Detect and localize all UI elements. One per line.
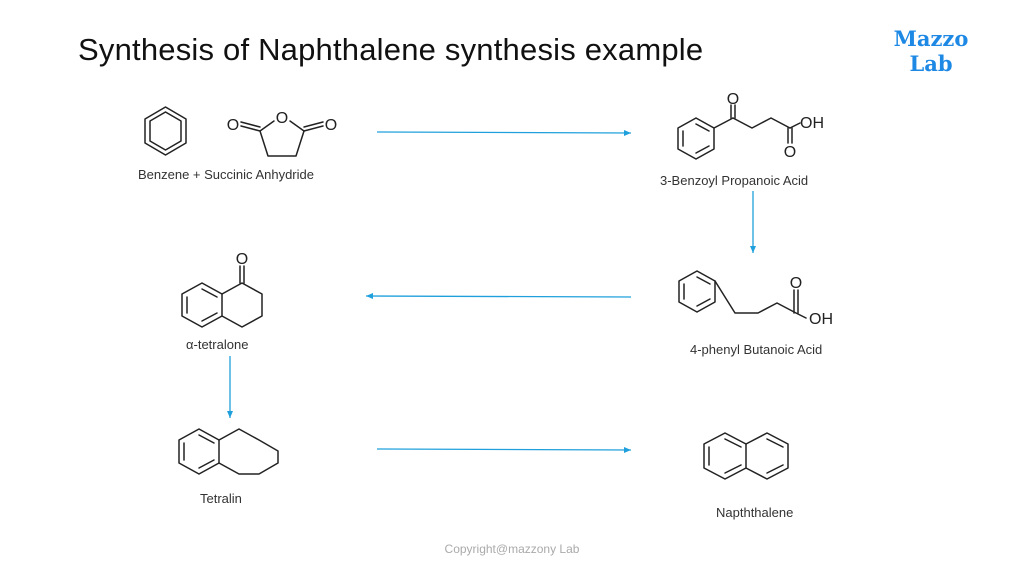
anhydride-right-oxygen: O [325, 117, 337, 134]
tetralone-label: α-tetralone [186, 337, 249, 352]
benzoyl-propanoic-label: 3-Benzoyl Propanoic Acid [660, 173, 809, 188]
benzoyl-propanoic-acid-structure [677, 104, 801, 160]
benzoyl-ketone-oxygen: O [727, 91, 739, 108]
tetralone-ketone-oxygen: O [236, 251, 248, 268]
phenyl-butanoic-acid-structure [678, 270, 807, 319]
benzoyl-acid-hydroxyl: OH [800, 115, 824, 132]
arrow-step-3 [365, 293, 632, 300]
tetralin-label: Tetralin [200, 491, 242, 506]
copyright-text: Copyright@mazzony Lab [444, 542, 580, 556]
butanoic-acid-oxygen: O [790, 275, 802, 292]
succinic-anhydride-structure [240, 120, 324, 157]
naphthalene-label: Napththalene [716, 505, 794, 520]
anhydride-ring-oxygen: O [276, 110, 288, 127]
alpha-tetralone-structure [181, 265, 263, 328]
arrow-step-1 [376, 129, 632, 136]
tetralin-structure [178, 428, 279, 475]
mazzo-lab-logo: Mazzo Lab [886, 26, 976, 76]
page-title: Synthesis of Naphthalene synthesis examp… [78, 32, 704, 67]
logo-line-1: Mazzo [893, 26, 969, 51]
benzene-succinic-label: Benzene + Succinic Anhydride [138, 167, 314, 182]
anhydride-left-oxygen: O [227, 117, 239, 134]
butanoic-acid-hydroxyl: OH [809, 311, 833, 328]
logo-line-2: Lab [909, 51, 953, 76]
benzoyl-acid-oxygen: O [784, 144, 796, 161]
arrow-step-5 [376, 446, 632, 453]
naphthalene-structure [703, 432, 789, 480]
benzene-structure [144, 106, 187, 156]
phenyl-butanoic-label: 4-phenyl Butanoic Acid [690, 342, 823, 357]
